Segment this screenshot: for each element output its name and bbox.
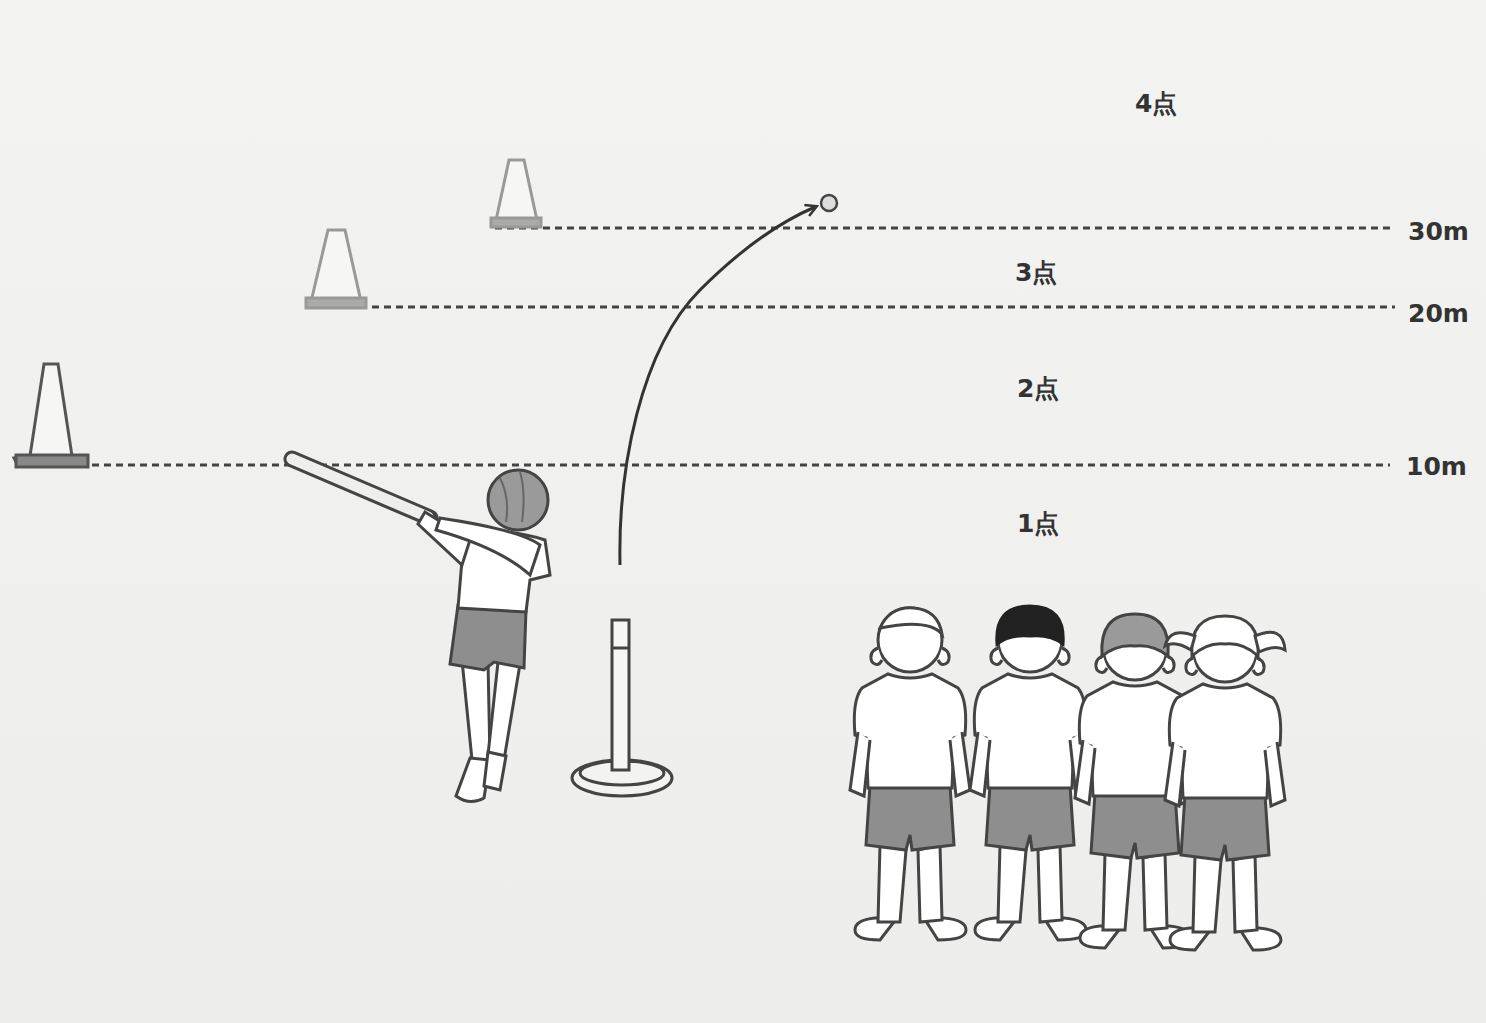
distance-label: 30m [1408, 219, 1469, 244]
hair [997, 606, 1063, 644]
zone-score: 4点 [1135, 91, 1177, 116]
child [1165, 616, 1285, 950]
hair [1192, 616, 1258, 656]
leg [462, 660, 490, 760]
line-30m [495, 227, 1395, 230]
ball-trajectory [620, 195, 837, 565]
child [970, 606, 1090, 940]
cone [495, 160, 538, 225]
ball [821, 195, 837, 211]
zone-score: 1点 [1017, 511, 1059, 536]
child [850, 608, 970, 940]
distance-label: 20m [1408, 301, 1469, 326]
leg [488, 662, 520, 760]
cones [14, 160, 541, 467]
child-part [1165, 618, 1285, 950]
hair-detail [500, 472, 524, 522]
batter [292, 459, 550, 802]
tee-joint [612, 647, 629, 650]
line-10m [20, 464, 1390, 467]
distance-lines [20, 228, 1395, 465]
shorts [450, 605, 526, 670]
cone [14, 364, 86, 466]
child-part [970, 608, 1090, 940]
line-20m [312, 306, 1395, 309]
tee-post [612, 620, 629, 770]
batting-tee [572, 620, 672, 796]
zone-score: 3点 [1015, 260, 1057, 285]
zone-score: 2点 [1017, 376, 1059, 401]
cone [310, 230, 362, 306]
hair [1102, 614, 1168, 656]
shoe [484, 752, 506, 790]
cone-base [491, 218, 541, 227]
children [850, 606, 1285, 950]
cone-base [306, 298, 366, 308]
bat [292, 459, 428, 517]
ponytail [1255, 632, 1285, 652]
child-part [850, 608, 970, 940]
hair [880, 608, 942, 634]
bat [292, 459, 430, 518]
cone-base [16, 455, 88, 467]
ponytail [1165, 633, 1195, 650]
head [488, 470, 548, 530]
trajectory-arrow [620, 207, 815, 565]
distance-label: 10m [1406, 454, 1467, 479]
